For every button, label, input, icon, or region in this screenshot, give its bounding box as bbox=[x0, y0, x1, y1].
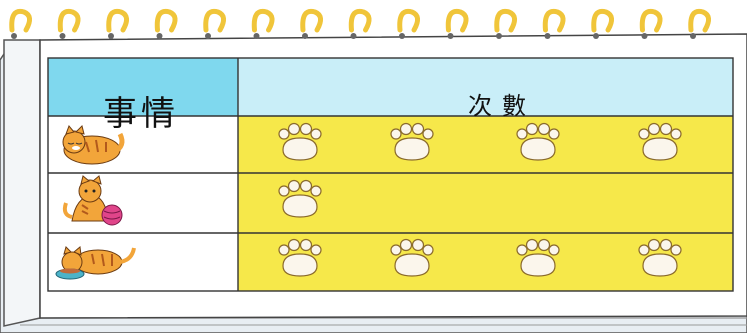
binding-hole bbox=[690, 33, 696, 39]
spiral-ring bbox=[251, 8, 275, 33]
header-activity-label: 事情 bbox=[103, 94, 179, 134]
paw-prints bbox=[278, 122, 682, 277]
header-count-cell bbox=[238, 58, 733, 116]
paw-print-icon bbox=[638, 238, 682, 277]
binding-hole bbox=[11, 33, 17, 39]
header-activity-cell bbox=[48, 58, 238, 116]
spiral-ring bbox=[591, 8, 614, 33]
spiral-ring bbox=[542, 8, 566, 33]
header-count-label: 次數 bbox=[468, 92, 536, 120]
binding-hole bbox=[350, 33, 357, 39]
cat-with-yarn-icon bbox=[62, 175, 123, 226]
binding-hole bbox=[544, 33, 551, 39]
eating-cat-icon bbox=[55, 246, 136, 280]
spiral-ring bbox=[639, 8, 663, 33]
spiral-ring bbox=[348, 8, 372, 33]
spiral-binding bbox=[9, 8, 711, 39]
binding-hole bbox=[641, 33, 648, 39]
binding-hole bbox=[399, 33, 405, 39]
paw-print-icon bbox=[638, 122, 682, 161]
binding-hole bbox=[59, 33, 66, 39]
spiral-ring bbox=[203, 8, 226, 33]
paw-print-icon bbox=[516, 122, 560, 161]
binding-hole bbox=[447, 33, 454, 39]
spiral-ring bbox=[106, 8, 129, 33]
spiral-ring bbox=[154, 8, 178, 33]
row-2-activity-cell bbox=[48, 173, 238, 233]
binding-hole bbox=[205, 33, 211, 39]
spiral-ring bbox=[397, 8, 420, 33]
paw-print-icon bbox=[278, 238, 322, 277]
spiral-ring bbox=[494, 8, 517, 33]
binding-hole bbox=[593, 33, 599, 39]
table-grid bbox=[47, 57, 734, 292]
paw-print-icon bbox=[390, 238, 434, 277]
binding-hole bbox=[253, 33, 260, 39]
binding-hole bbox=[302, 33, 308, 39]
spiral-ring bbox=[300, 8, 323, 33]
row-2-count-cell bbox=[238, 173, 733, 233]
binding-hole bbox=[108, 33, 114, 39]
binding-hole bbox=[496, 33, 502, 39]
paw-print-icon bbox=[390, 122, 434, 161]
spiral-ring bbox=[445, 8, 469, 33]
spiral-ring bbox=[57, 8, 81, 33]
spiral-ring bbox=[9, 8, 32, 33]
spiral-ring bbox=[688, 8, 711, 33]
sleeping-cat-icon bbox=[62, 125, 125, 165]
binding-hole bbox=[156, 33, 163, 39]
paw-print-icon bbox=[278, 179, 322, 218]
paw-print-icon bbox=[516, 238, 560, 277]
paw-print-icon bbox=[278, 122, 322, 161]
